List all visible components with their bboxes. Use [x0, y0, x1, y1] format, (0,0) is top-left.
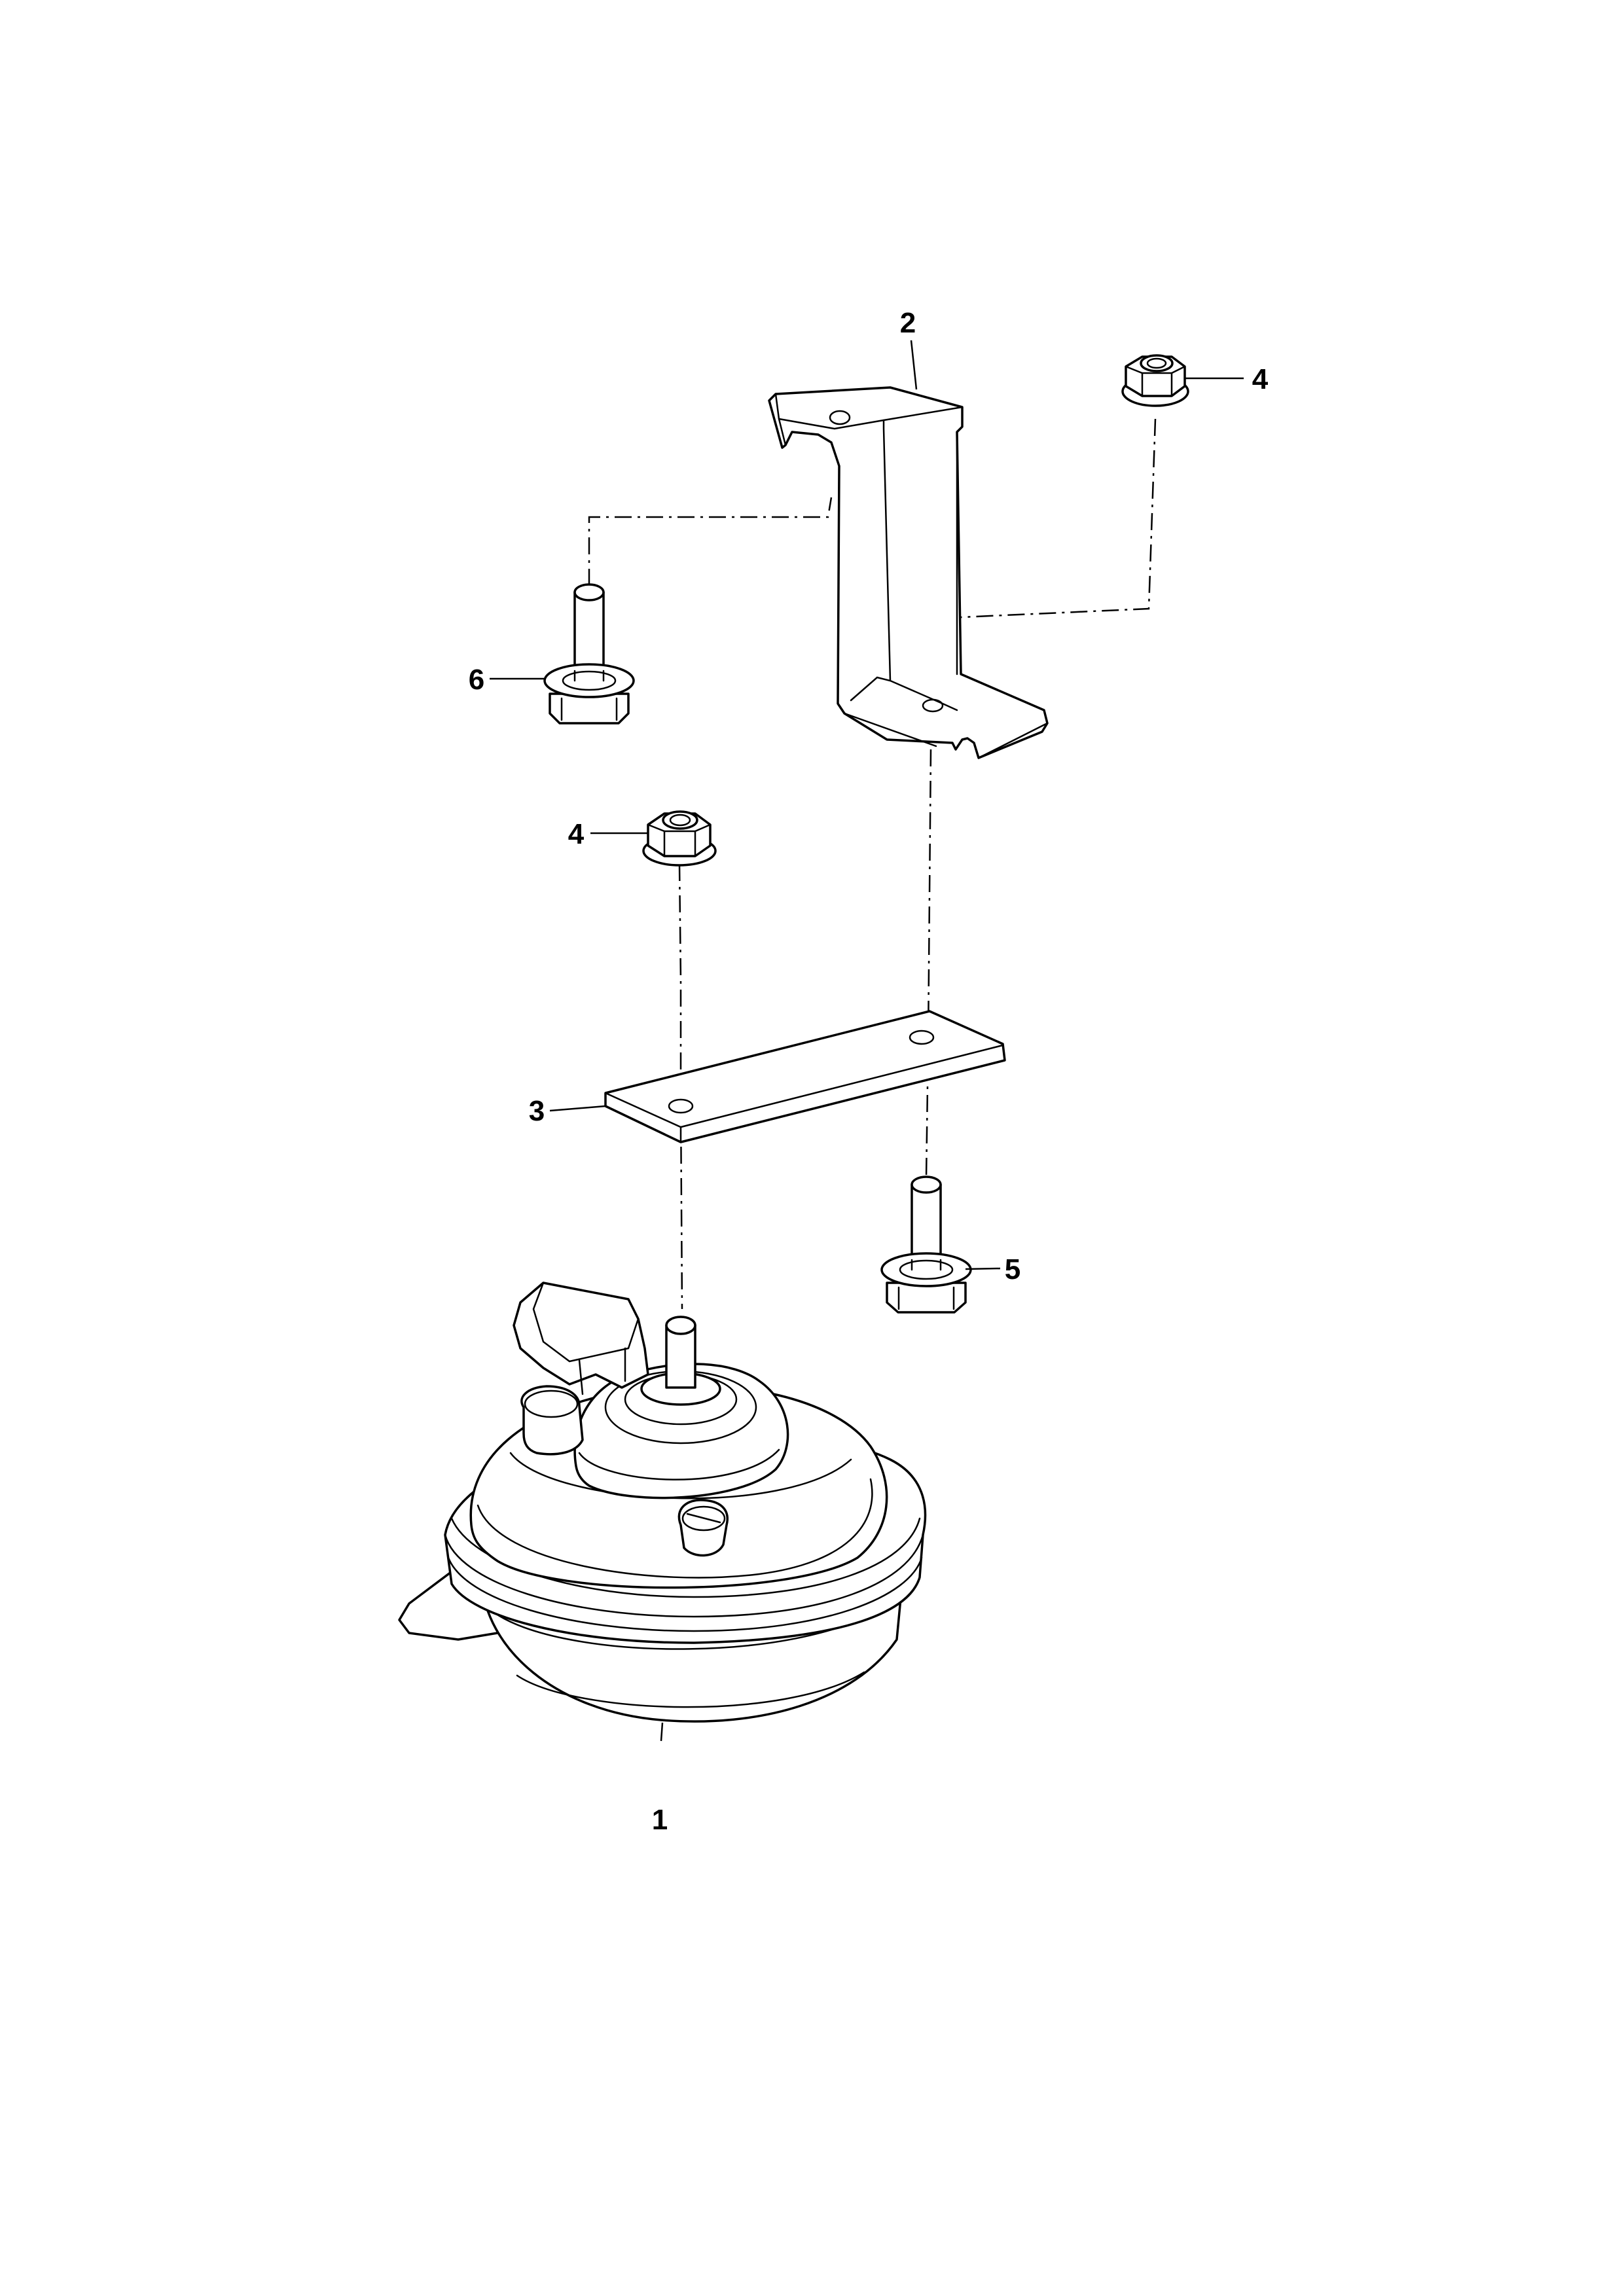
- callout-bolt-lower: 5: [1005, 1253, 1020, 1285]
- axis-nut4-to-bracket: [929, 418, 1157, 694]
- leader-5: [965, 1267, 1001, 1270]
- callout-bolt-upper: 6: [469, 664, 484, 696]
- leader-1: [660, 1722, 664, 1742]
- callout-nut-upper: 4: [1252, 363, 1269, 395]
- axis-bolt6-to-bracket: [588, 497, 833, 586]
- bracket: [768, 386, 1049, 759]
- leader-3: [549, 1105, 606, 1112]
- flat-plate: [604, 1010, 1006, 1143]
- flange-bolt-lower: [880, 1175, 972, 1314]
- leader-2: [910, 340, 918, 390]
- callout-bracket: 2: [900, 307, 916, 339]
- hex-nut-upper: [1121, 354, 1189, 407]
- hex-nut-lower: [642, 810, 717, 867]
- callout-plate: 3: [529, 1095, 545, 1127]
- horn: [398, 1282, 927, 1723]
- leader-lines: [490, 340, 1244, 1742]
- callout-nut-lower: 4: [568, 818, 585, 850]
- axis-bracket-to-bolt5: [925, 749, 932, 1179]
- callout-horn: 1: [652, 1804, 668, 1836]
- flange-bolt-upper: [543, 583, 635, 725]
- callout-labels: 1 2 3 4 4 5 6: [469, 307, 1269, 1836]
